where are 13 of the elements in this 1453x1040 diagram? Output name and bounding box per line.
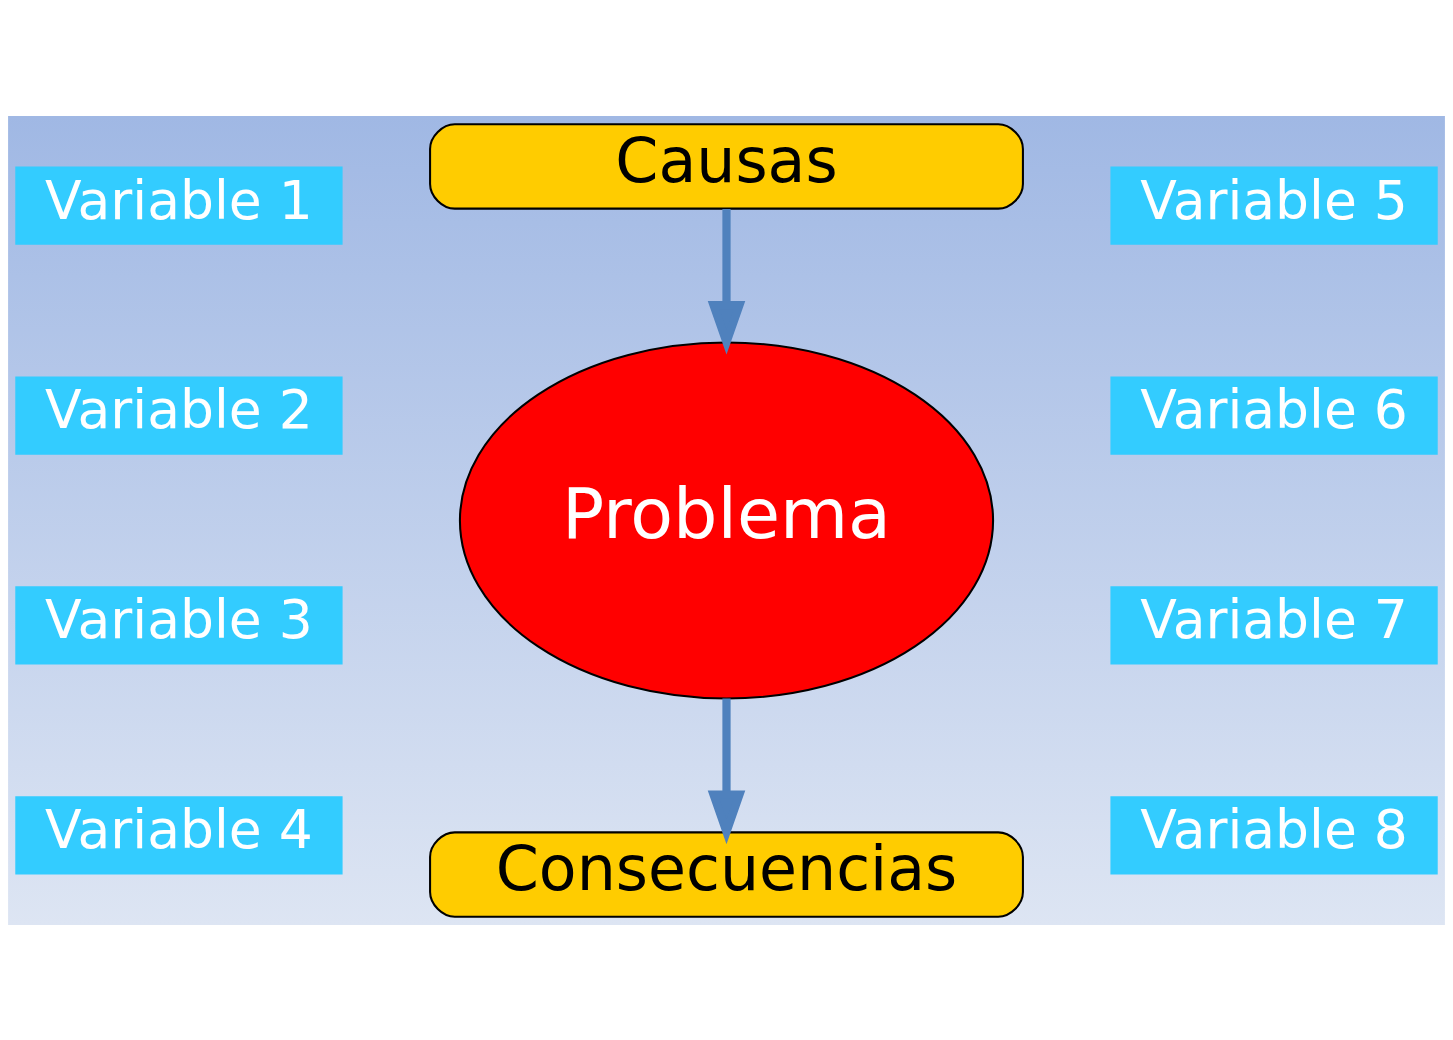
node-box: Consecuencias xyxy=(429,830,1024,918)
node-box: Variable 2 xyxy=(15,375,343,455)
node-box: Variable 4 xyxy=(15,795,343,875)
node-ellipse: Problema xyxy=(458,340,995,700)
arrow xyxy=(707,698,746,844)
node-box: Variable 1 xyxy=(15,165,343,245)
node-box: Variable 5 xyxy=(1110,165,1438,245)
arrow xyxy=(707,208,746,355)
node-box: Variable 8 xyxy=(1110,795,1438,875)
node-box: Causas xyxy=(429,122,1024,210)
node-box: Variable 7 xyxy=(1110,585,1438,665)
node-box: Variable 6 xyxy=(1110,375,1438,455)
node-box: Variable 3 xyxy=(15,585,343,665)
